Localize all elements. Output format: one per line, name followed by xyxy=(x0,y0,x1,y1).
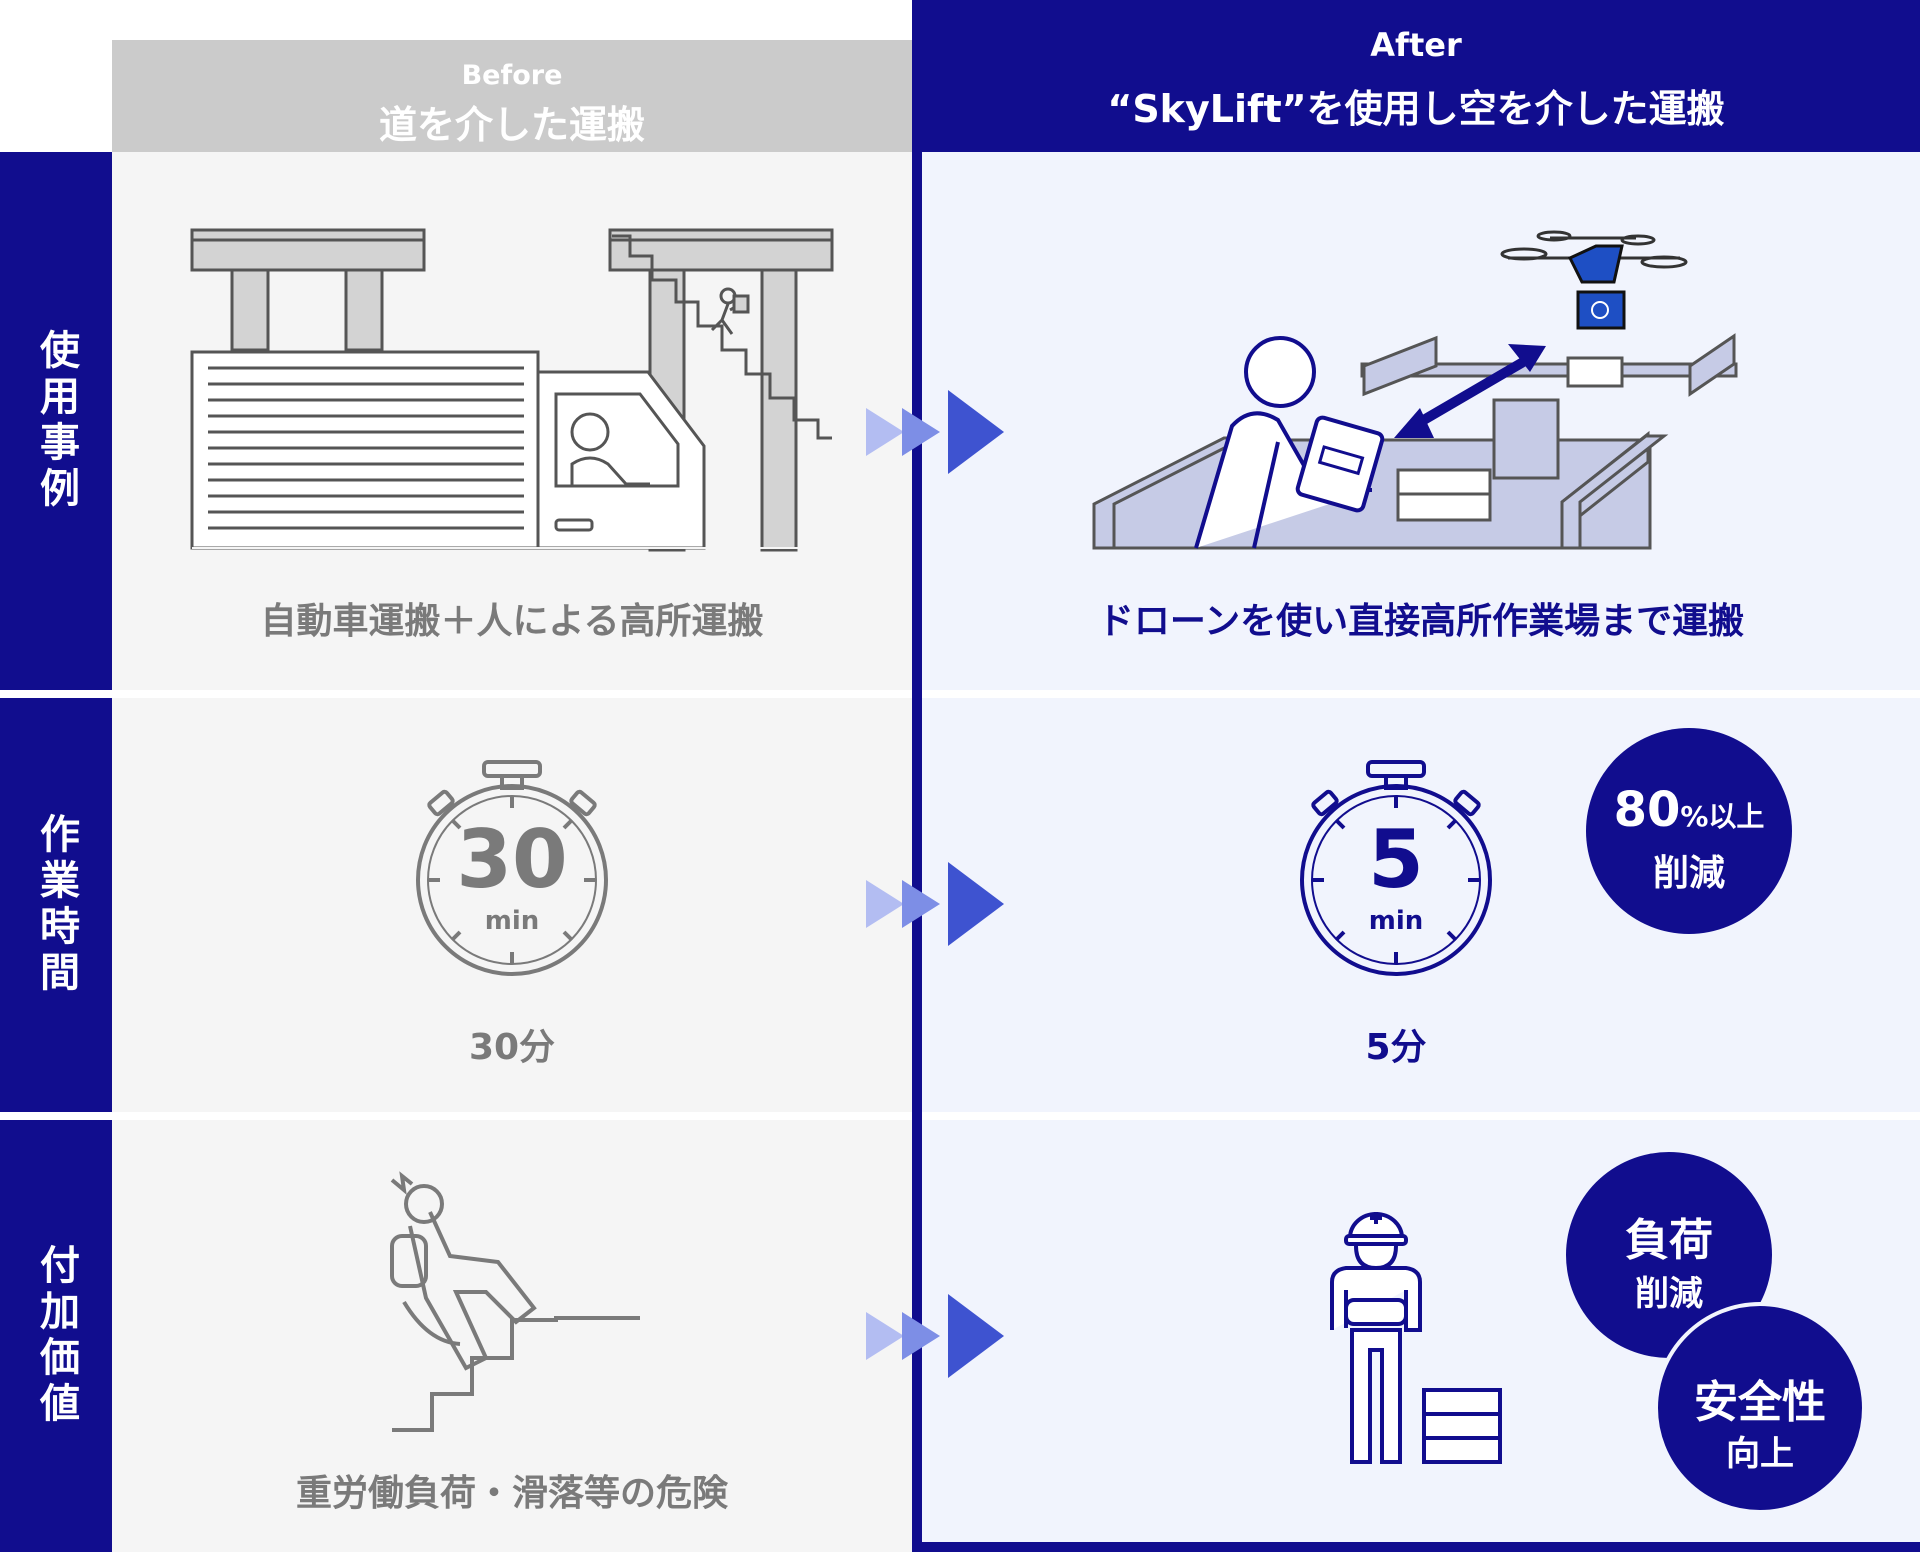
caption-before-value: 重労働負荷・滑落等の危険 xyxy=(295,1473,728,1514)
triple-arrow-icon xyxy=(866,1294,1004,1378)
caption-before-time: 30分 xyxy=(468,1027,556,1068)
caption-after-usecase: ドローンを使い直接高所作業場まで運搬 xyxy=(1097,601,1745,642)
caption-after-time: 5分 xyxy=(1365,1027,1427,1068)
triple-arrow-icon xyxy=(866,390,1004,474)
badge1-line1: 負荷 xyxy=(1625,1215,1713,1266)
after-frame xyxy=(912,0,1920,1552)
badge2-line2: 向上 xyxy=(1726,1434,1794,1474)
badge-suffix: %以上 xyxy=(1680,800,1765,833)
before-header-ja: 道を介した運搬 xyxy=(378,103,645,147)
row-label-value-text: 付加価値 xyxy=(33,1244,79,1428)
after-header-ja: “SkyLift”を使用し空を介した運搬 xyxy=(1107,87,1725,131)
stopwatch-icon xyxy=(1300,760,1492,976)
timer-unit-before: min xyxy=(484,906,540,936)
after-header-en: After xyxy=(1370,26,1462,64)
row-label-usecase-text: 使用事例 xyxy=(33,329,79,513)
reduction-badge: 80%以上 削減 xyxy=(1586,728,1792,934)
caption-before-usecase: 自動車運搬＋人による高所運搬 xyxy=(260,601,764,642)
timer-value-before: 30 xyxy=(456,813,568,906)
timer-unit-after: min xyxy=(1368,906,1424,936)
stopwatch-icon xyxy=(416,760,608,976)
badge-number: 80 xyxy=(1613,782,1681,838)
row-label-time: 作業時間 xyxy=(0,698,112,1112)
safety-badge: 安全性 向上 xyxy=(1654,1302,1866,1514)
row-label-value: 付加価値 xyxy=(0,1120,112,1552)
row-label-time-text: 作業時間 xyxy=(33,813,79,997)
timer-value-after: 5 xyxy=(1368,813,1424,906)
before-cell-time xyxy=(112,698,912,1112)
after-header: After “SkyLift”を使用し空を介した運搬 xyxy=(912,0,1920,152)
triple-arrow-icon xyxy=(866,862,1004,946)
before-header: Before 道を介した運搬 xyxy=(112,40,912,152)
badge1-line2: 削減 xyxy=(1635,1274,1703,1314)
before-header-en: Before xyxy=(461,60,563,91)
row-label-usecase: 使用事例 xyxy=(0,152,112,690)
badge2-line1: 安全性 xyxy=(1694,1377,1826,1428)
badge-line2: 削減 xyxy=(1652,853,1725,894)
